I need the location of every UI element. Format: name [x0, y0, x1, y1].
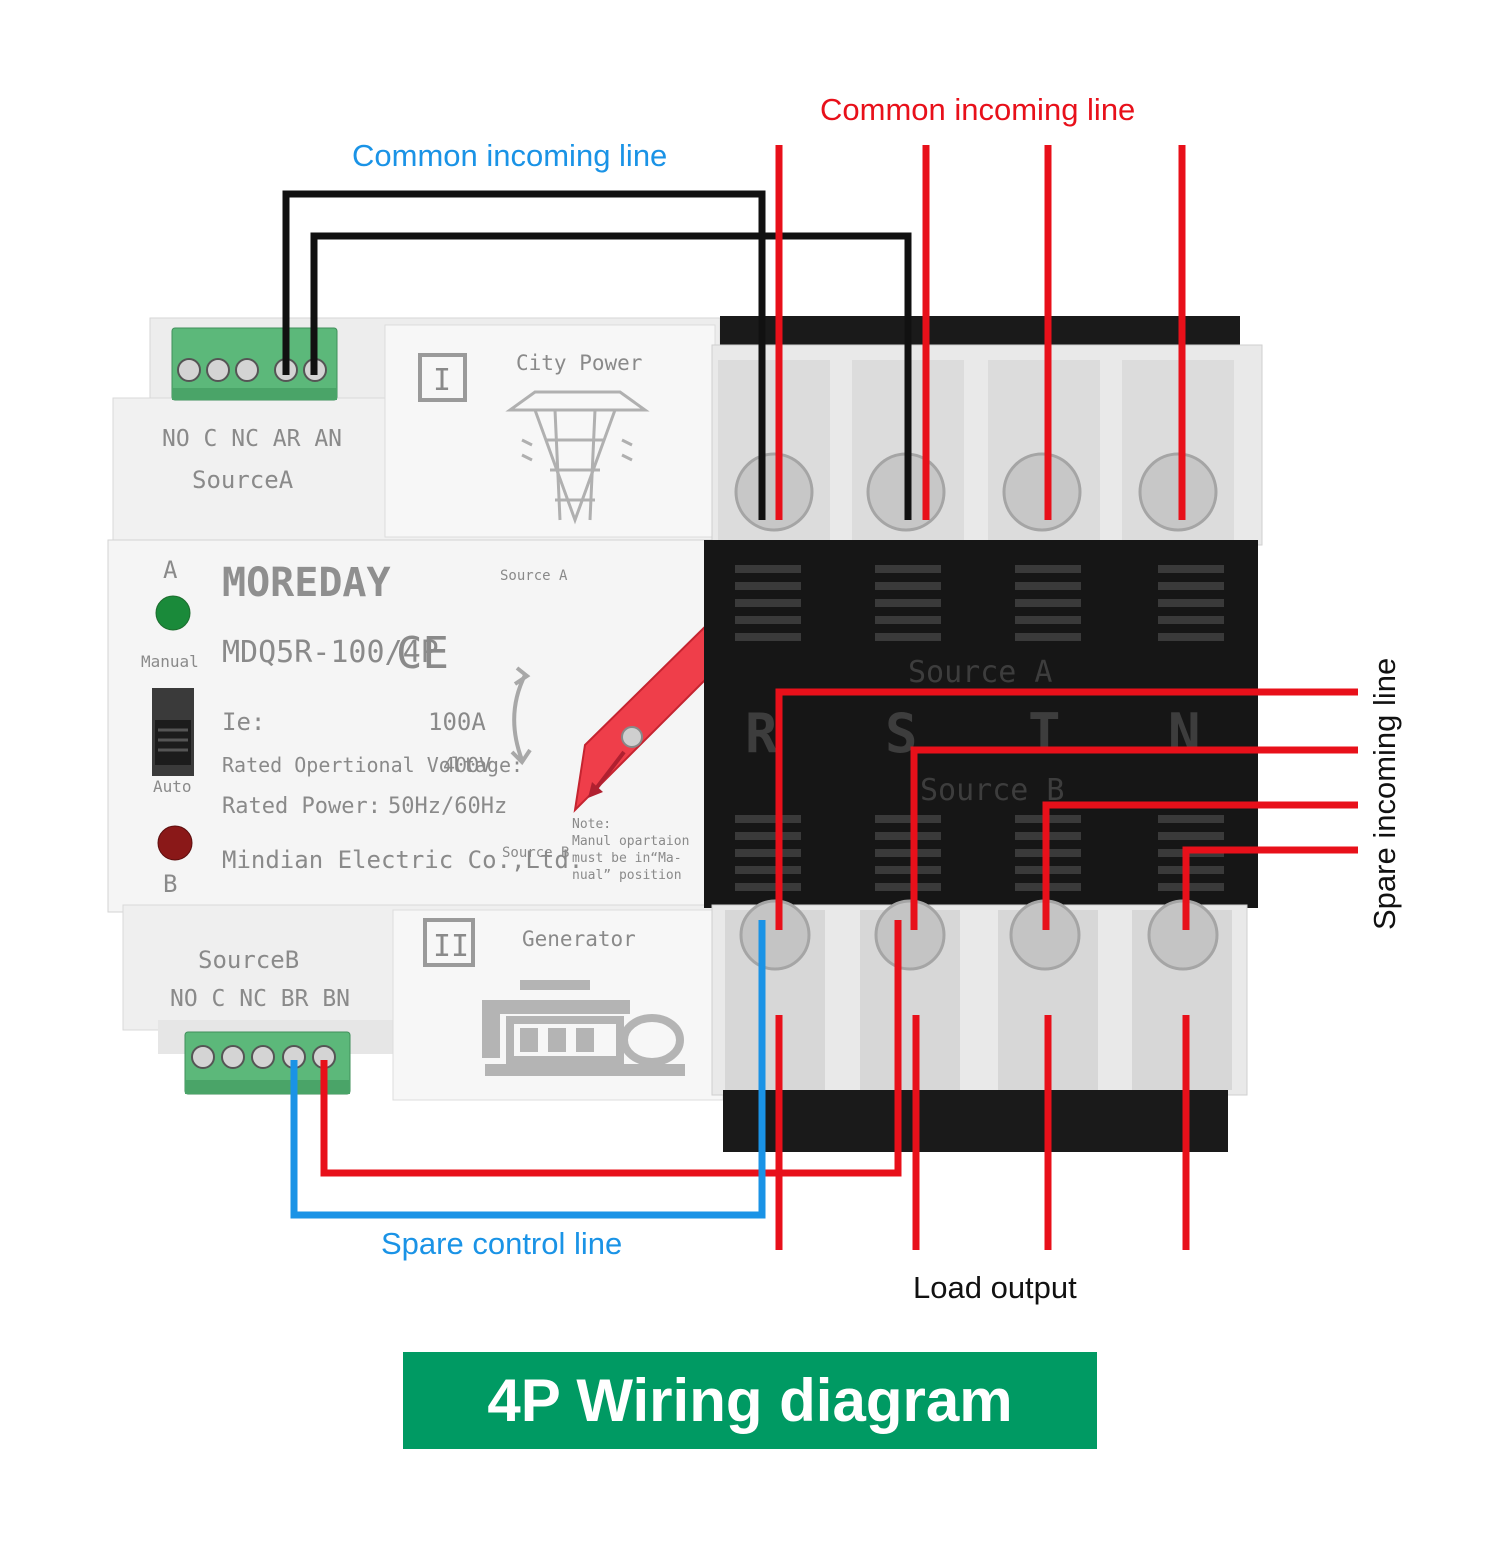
device-markings: NO C NC AR AN SourceA SourceB NO C NC BR…: [141, 351, 689, 1012]
black-wire-an: [310, 232, 912, 520]
city-power-label: City Power: [516, 351, 642, 375]
switch-body-left: [107, 317, 729, 1101]
roman-1-box: [418, 353, 467, 402]
terminals-a-label: NO C NC AR AN: [162, 426, 342, 452]
note-line-2: Manul opartaion: [572, 834, 689, 849]
spare-incoming-label: Spare incoming line: [1367, 650, 1403, 930]
source-b-label: SourceB: [198, 946, 299, 974]
auto-label: Auto: [153, 777, 192, 796]
voltage-label: Rated Opertional Voltage:: [222, 753, 523, 777]
source-a-small: Source A: [500, 568, 568, 584]
power-label: Rated Power:: [222, 794, 381, 819]
ie-label: Ie:: [222, 708, 265, 736]
source-a-label: SourceA: [192, 466, 294, 494]
pylon-icon: [505, 390, 650, 525]
spare-incoming-text: Spare incoming line: [1367, 657, 1402, 930]
note-line-3: must be in“Ma-: [572, 851, 682, 866]
block-source-b: Source B: [920, 773, 1065, 808]
red-spare-wires: [775, 688, 1358, 930]
note-line-4: nual” position: [572, 868, 682, 883]
black-block-markings: Source A Source B R S T N: [745, 655, 1201, 808]
phase-r: R: [745, 702, 778, 765]
common-incoming-label-blue: Common incoming line: [352, 138, 668, 173]
red-spare-wire-s: [910, 746, 1358, 930]
brand-logo: MOREDAY: [222, 560, 391, 606]
common-incoming-label-red: Common incoming line: [820, 92, 1136, 127]
led-a: [155, 595, 191, 631]
red-load-wires: [775, 1015, 1190, 1250]
phase-n: N: [1168, 702, 1201, 765]
black-wire-ar: [282, 190, 766, 520]
diagram-title: 4P Wiring diagram: [487, 1367, 1013, 1434]
block-source-a: Source A: [908, 655, 1053, 690]
led-a-label: A: [163, 556, 178, 584]
led-b: [157, 825, 193, 861]
roman-2: II: [433, 929, 469, 964]
roman-2-box: [423, 918, 475, 967]
manual-auto-switch[interactable]: [152, 688, 194, 776]
red-spare-wire-n: [1182, 846, 1358, 930]
note-line-1: Note:: [572, 817, 611, 832]
model-number: MDQ5R-100/4P: [222, 635, 439, 670]
black-wires: [282, 190, 912, 520]
switch-direction-arrow: [510, 666, 532, 766]
generator-label: Generator: [522, 927, 636, 951]
ie-value: 100A: [428, 708, 486, 736]
terminal-block-a: [171, 327, 338, 401]
ce-mark: CE: [396, 628, 449, 679]
voltage-value: 400V: [443, 753, 491, 777]
power-value: 50Hz/60Hz: [388, 794, 507, 819]
red-common-wires: [775, 145, 1186, 520]
led-b-label: B: [163, 870, 177, 898]
generator-icon: [482, 980, 685, 1076]
blue-control-wire-br: [290, 920, 766, 1219]
terminals-b-label: NO C NC BR BN: [170, 986, 350, 1012]
manual-label: Manual: [141, 652, 199, 671]
red-spare-wire-r: [775, 688, 1358, 930]
roman-1: I: [433, 363, 451, 398]
source-b-small: Source B: [502, 845, 569, 861]
title-banner: 4P Wiring diagram: [403, 1352, 1097, 1449]
maker-label: Mindian Electric Co.,Ltd.: [222, 846, 583, 874]
terminal-block-b: [184, 1031, 351, 1095]
red-control-wire-bn: [320, 920, 902, 1177]
phase-t: T: [1028, 702, 1061, 765]
red-spare-wire-t: [1042, 801, 1358, 930]
status-leds: [155, 595, 193, 861]
spare-control-label: Spare control line: [381, 1226, 623, 1261]
load-output-label: Load output: [913, 1270, 1077, 1305]
